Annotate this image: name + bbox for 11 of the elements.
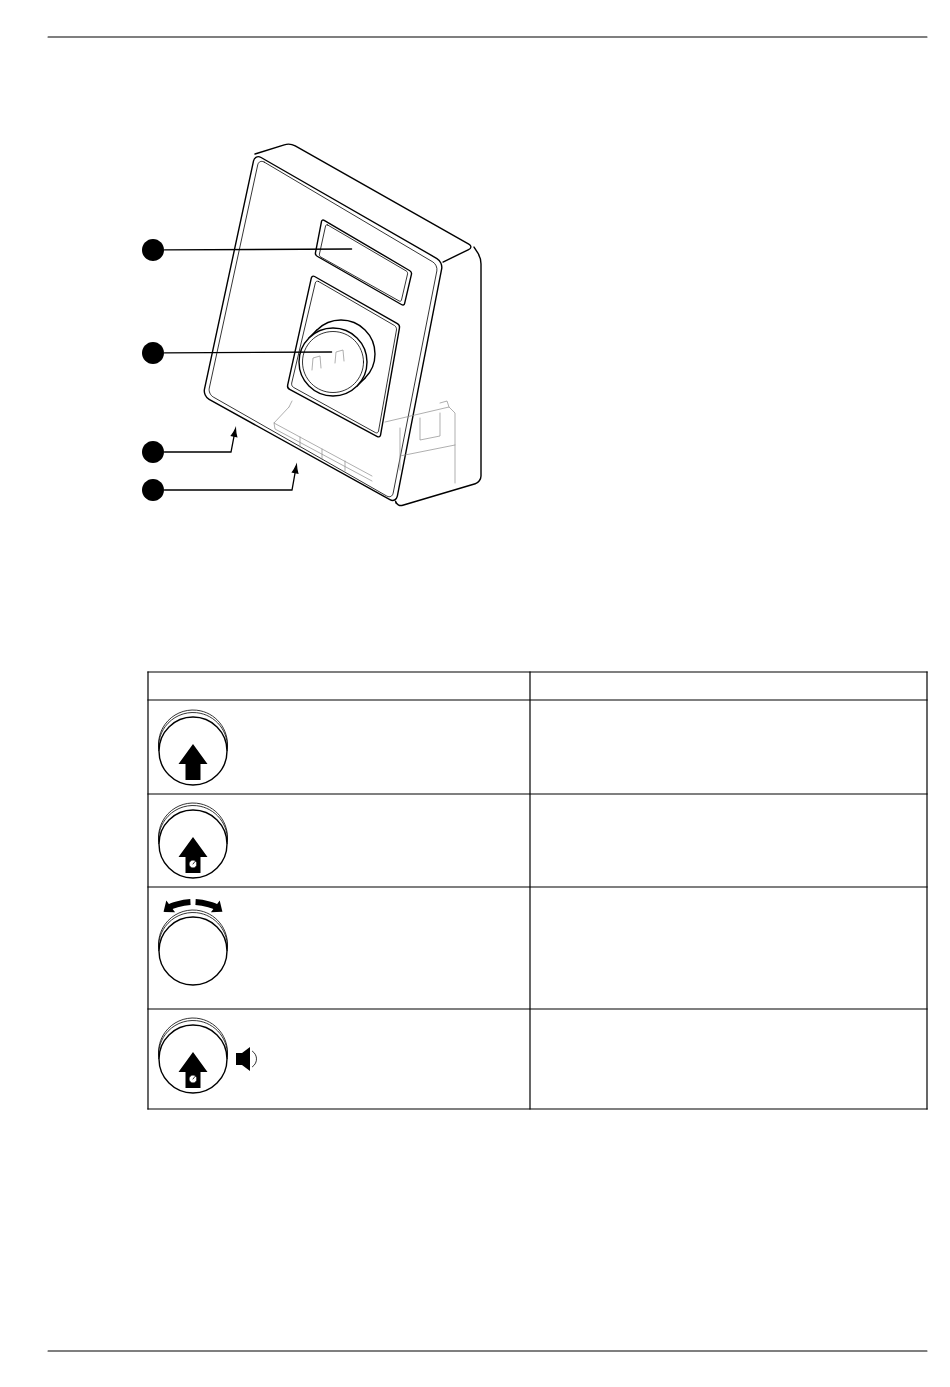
- callout-dot: [142, 239, 164, 261]
- leader-line: [163, 428, 238, 453]
- callout-dot: [142, 479, 164, 501]
- leader-line: [163, 464, 299, 491]
- leader-line: [163, 351, 333, 354]
- callout-dot: [142, 441, 164, 463]
- callout-dot: [142, 342, 164, 364]
- base-tray: [273, 400, 456, 484]
- knob: [298, 319, 376, 397]
- leader-line: [163, 248, 353, 251]
- display-window: [314, 219, 413, 306]
